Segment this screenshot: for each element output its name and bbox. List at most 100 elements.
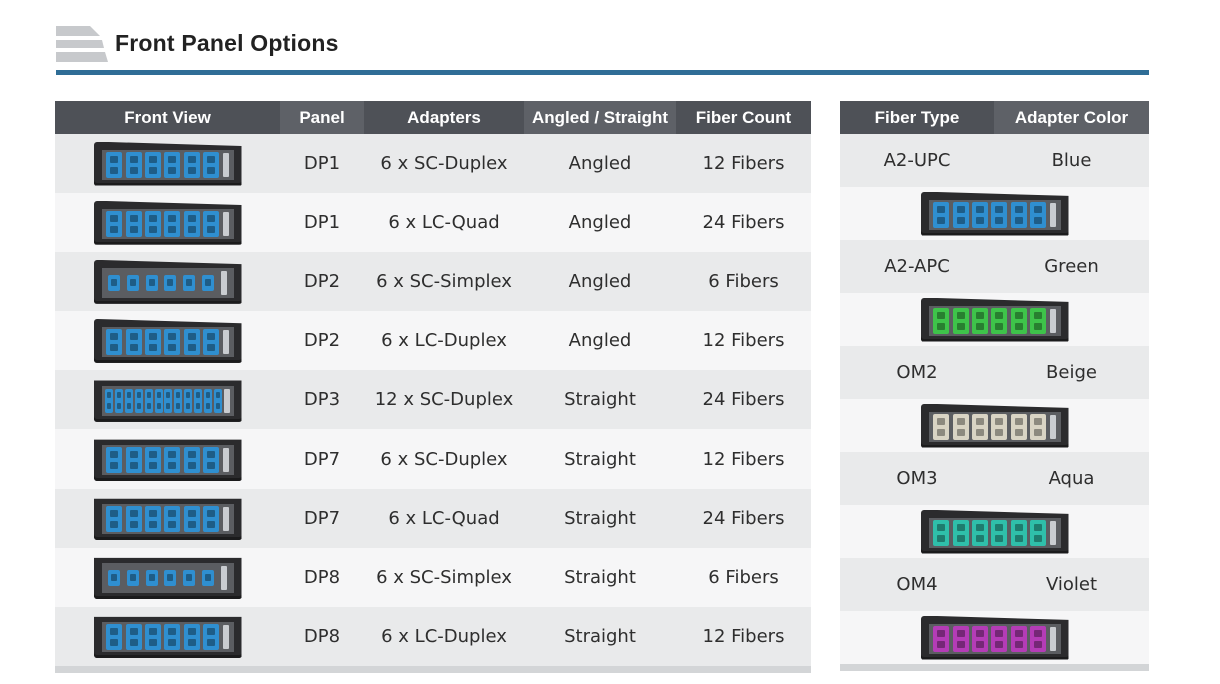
adapter-port-icon <box>972 625 989 652</box>
adapters-cell: 6 x LC-Duplex <box>381 330 507 352</box>
fiber-type-group: OM4 Violet <box>840 558 1149 664</box>
adapter-port-icon <box>194 388 203 413</box>
adapter-port-icon <box>107 570 120 587</box>
adapter-port-icon <box>1030 201 1047 228</box>
adapter-port-icon <box>164 151 181 178</box>
panel-label-tab-icon <box>222 152 229 177</box>
adapter-port-icon <box>105 388 114 413</box>
adapter-port-icon <box>1030 413 1047 440</box>
fiber-count-cell: 24 Fibers <box>702 212 785 234</box>
adapters-cell: 6 x LC-Duplex <box>381 625 507 647</box>
panel-cell: DP7 <box>303 448 341 470</box>
adapter-port-icon <box>106 506 123 533</box>
panel-cell: DP3 <box>303 389 341 411</box>
adapter-port-icon <box>164 274 177 291</box>
adapter-port-icon <box>1030 307 1047 334</box>
panel-cell: DP1 <box>303 153 341 175</box>
panel-label-tab-icon <box>222 211 229 236</box>
adapter-port-icon <box>202 274 215 291</box>
column-header-adapter-color: Adapter Color <box>994 101 1149 134</box>
fiber-count-cell: 12 Fibers <box>702 330 785 352</box>
front-view-panel-image <box>93 553 242 601</box>
panel-label-tab-icon <box>1049 308 1056 333</box>
adapter-port-icon <box>106 447 123 474</box>
adapter-port-icon <box>991 201 1008 228</box>
front-view-panel-image <box>920 614 1069 662</box>
panel-cell: DP1 <box>303 212 341 234</box>
panel-cell: DP7 <box>303 507 341 529</box>
orientation-cell: Angled <box>568 212 632 234</box>
panel-cell: DP8 <box>303 625 341 647</box>
panel-label-tab-icon <box>220 566 227 591</box>
adapter-port-icon <box>164 447 181 474</box>
adapter-port-icon <box>154 388 163 413</box>
fiber-count-cell: 12 Fibers <box>702 153 785 175</box>
adapter-port-icon <box>933 519 950 546</box>
adapter-port-icon <box>126 274 139 291</box>
adapter-color-sample-row <box>840 611 1149 664</box>
adapter-port-icon <box>972 307 989 334</box>
front-view-cell <box>55 134 280 193</box>
adapter-port-icon <box>145 151 162 178</box>
front-view-panel-image <box>93 258 242 306</box>
panel-cell: DP8 <box>303 566 341 588</box>
adapter-port-icon <box>164 210 181 237</box>
adapter-port-icon <box>183 570 196 587</box>
table-footer-bar <box>55 665 811 673</box>
adapter-port-icon <box>183 506 200 533</box>
adapter-port-icon <box>106 210 123 237</box>
fiber-count-cell: 12 Fibers <box>702 625 785 647</box>
adapters-cell: 6 x LC-Quad <box>388 507 500 529</box>
orientation-cell: Straight <box>564 448 636 470</box>
adapter-port-icon <box>933 625 950 652</box>
panel-label-tab-icon <box>222 625 229 650</box>
front-view-panel-image <box>93 612 242 660</box>
adapter-port-icon <box>203 506 220 533</box>
adapter-port-icon <box>144 388 153 413</box>
fiber-type-cell: OM4 <box>896 574 938 595</box>
fiber-count-cell: 24 Fibers <box>702 389 785 411</box>
adapter-port-icon <box>164 570 177 587</box>
adapter-port-icon <box>991 307 1008 334</box>
adapter-port-icon <box>203 447 220 474</box>
adapter-port-icon <box>107 274 120 291</box>
fiber-type-cell: A2-APC <box>884 256 950 277</box>
adapter-port-icon <box>933 307 950 334</box>
adapter-port-icon <box>203 388 212 413</box>
front-view-panel-image <box>93 199 242 247</box>
adapters-cell: 6 x SC-Duplex <box>380 153 508 175</box>
fiber-type-row: OM4 Violet <box>840 558 1149 611</box>
adapter-port-icon <box>145 274 158 291</box>
adapter-port-icon <box>972 413 989 440</box>
adapter-port-icon <box>952 625 969 652</box>
adapters-cell: 6 x SC-Simplex <box>376 566 512 588</box>
front-view-panel-image <box>93 140 242 188</box>
panel-label-tab-icon <box>222 448 229 473</box>
adapter-port-icon <box>213 388 222 413</box>
front-view-panel-image <box>920 508 1069 556</box>
orientation-cell: Straight <box>564 389 636 411</box>
adapter-port-icon <box>106 151 123 178</box>
adapter-color-cell: Violet <box>1045 574 1098 595</box>
adapter-color-cell: Blue <box>1051 150 1092 171</box>
fiber-type-cell: OM2 <box>896 362 938 383</box>
adapter-port-icon <box>203 151 220 178</box>
adapter-color-cell: Aqua <box>1048 468 1095 489</box>
panel-label-tab-icon <box>223 388 230 413</box>
adapter-port-icon <box>145 570 158 587</box>
fiber-count-cell: 12 Fibers <box>702 448 785 470</box>
front-view-cell <box>55 193 280 252</box>
fiber-count-cell: 6 Fibers <box>708 566 779 588</box>
adapter-port-icon <box>125 151 142 178</box>
adapter-port-icon <box>202 570 215 587</box>
adapter-port-icon <box>933 201 950 228</box>
